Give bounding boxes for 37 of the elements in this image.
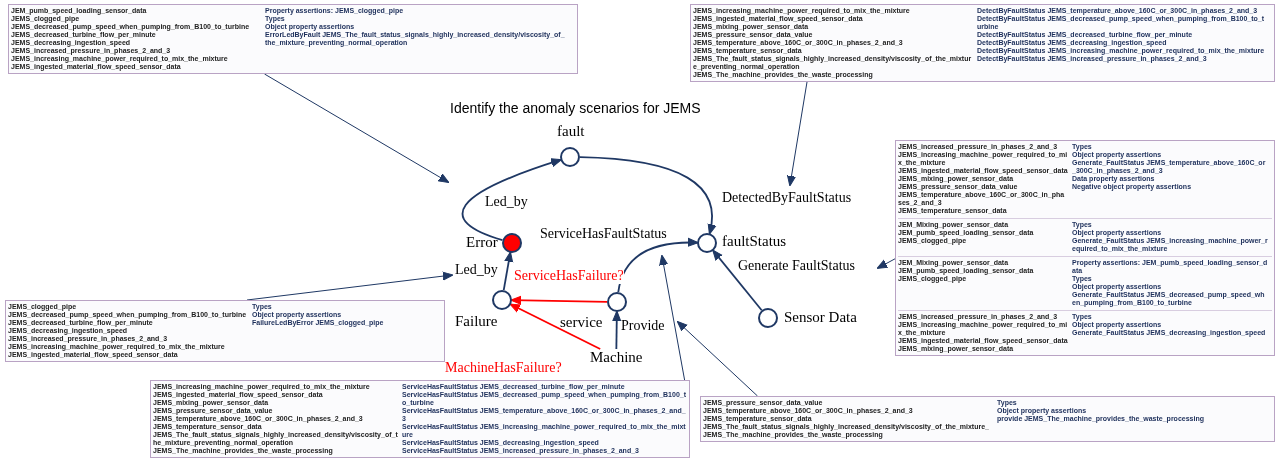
edge-label: DetectedByFaultStatus	[722, 190, 852, 206]
arrow	[787, 81, 808, 187]
circle-node	[697, 233, 717, 253]
node-label: service	[560, 314, 603, 330]
arrow	[612, 310, 622, 350]
edge-label: Led_by	[485, 194, 528, 210]
arrow	[617, 238, 699, 293]
screenshot-panel	[700, 396, 1275, 442]
arrow	[461, 158, 562, 242]
arrow	[676, 320, 758, 397]
screenshot-panel	[150, 380, 690, 458]
arrow	[876, 258, 896, 269]
arrow	[509, 303, 602, 350]
circle-node	[560, 147, 580, 167]
node-text: Machine	[590, 349, 643, 365]
node-label: faultStatus	[722, 233, 787, 249]
arrow	[712, 249, 763, 312]
edge-label: ServiceHasFailure?	[514, 268, 624, 284]
screenshot-panel	[895, 140, 1275, 356]
node-label: fault	[557, 123, 585, 139]
circle-node	[502, 233, 522, 253]
edge-label: Led_by	[455, 262, 498, 278]
node-label: Failure	[455, 313, 498, 329]
screenshot-panel	[8, 4, 578, 74]
diagram-title: Identify the anomaly scenarios for JEMS	[450, 100, 701, 116]
arrow	[659, 254, 686, 381]
circle-node	[492, 290, 512, 310]
arrow	[502, 251, 514, 292]
arrow	[579, 156, 716, 235]
node-label: Error	[466, 234, 498, 250]
node-label: Sensor Data	[784, 309, 857, 325]
screenshot-panel	[690, 4, 1275, 82]
arrow	[510, 295, 608, 305]
circle-node	[607, 292, 627, 312]
screenshot-panel	[5, 300, 445, 362]
circle-node	[758, 308, 778, 328]
arrow	[264, 73, 450, 183]
